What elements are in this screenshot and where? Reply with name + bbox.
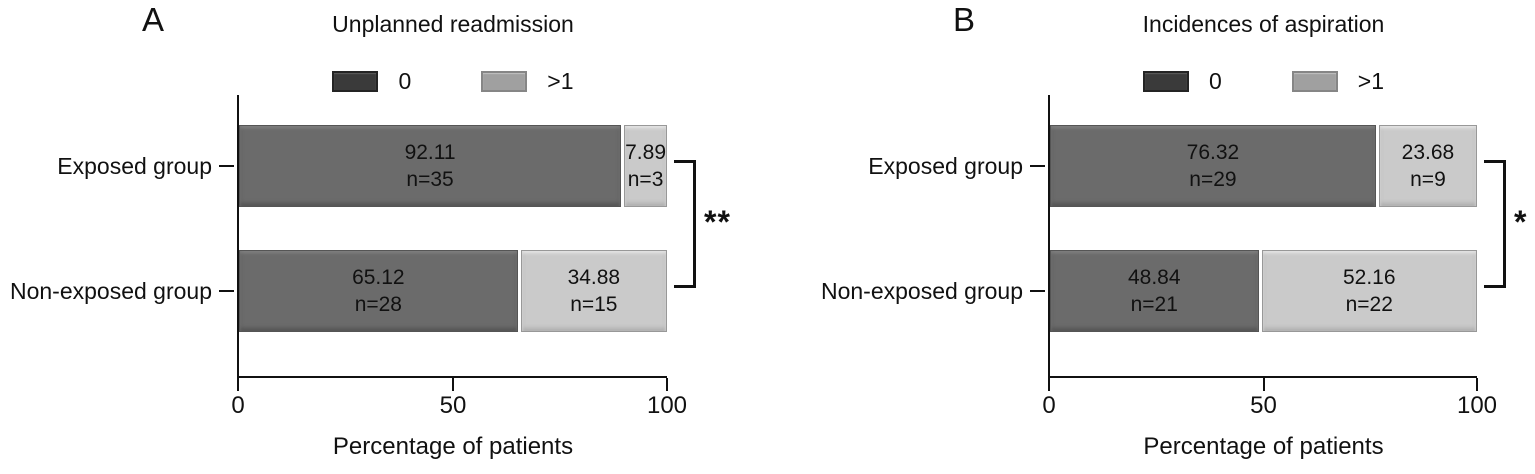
category-tick [219,165,234,167]
x-tick-label: 0 [1042,392,1056,419]
legend-swatch-light-icon [481,70,528,92]
stacked-bar: 48.84 n=21 52.16 n=22 [1050,250,1477,332]
legend-item-gt1: >1 [481,68,574,94]
x-axis-title: Percentage of patients [1143,433,1384,460]
bar-row-exposed: Exposed group 76.32 n=29 23.68 n=9 [868,125,1477,207]
bar-segment-zero: 92.11 n=35 [239,125,622,207]
panel-title: Unplanned readmission [332,11,574,37]
category-label: Exposed group [57,153,212,179]
legend-item-gt1: >1 [1291,68,1385,94]
x-tick-label: 100 [646,392,688,419]
x-tick-label: 50 [1250,392,1277,419]
stacked-bar: 92.11 n=35 7.89 n=3 [239,125,667,207]
category-tick [1030,290,1045,292]
panel-a: A Unplanned readmission 0 >1 Exposed gro… [0,0,767,474]
category-label-group: Non-exposed group [10,278,234,304]
category-label: Exposed group [868,153,1023,179]
x-tick [1476,378,1478,391]
x-axis-line [1048,376,1477,378]
category-label: Non-exposed group [820,278,1023,304]
x-tick [666,378,668,391]
legend: 0 >1 [239,69,667,93]
category-tick [1030,165,1045,167]
legend-item-zero: 0 [1142,68,1222,94]
category-label-group: Non-exposed group [821,278,1045,304]
legend-item-zero: 0 [332,69,411,93]
y-axis-line [237,95,239,378]
stacked-bar: 65.12 n=28 34.88 n=15 [239,250,667,332]
legend-swatch-light-icon [1291,70,1338,92]
stacked-bar: 76.32 n=29 23.68 n=9 [1050,125,1477,207]
segment-value: 52.16 n=22 [1342,266,1396,316]
significance-bracket [1484,160,1506,288]
legend-swatch-dark-icon [1142,70,1189,92]
x-tick [237,378,239,391]
legend-label: >1 [547,68,574,94]
category-tick [219,290,234,292]
category-label: Non-exposed group [9,278,212,304]
x-tick [452,378,454,391]
x-axis-line [237,376,667,378]
bar-segment-gt1: 34.88 n=15 [520,250,667,332]
panel-letter: A [142,1,165,38]
panel-title: Incidences of aspiration [1142,11,1385,37]
segment-value: 34.88 n=15 [567,266,621,316]
x-tick-label: 0 [231,392,245,419]
bar-row-non-exposed: Non-exposed group 65.12 n=28 34.88 n=15 [10,250,667,332]
legend-label: >1 [1357,68,1385,94]
bar-segment-zero: 76.32 n=29 [1050,125,1376,207]
panel-letter: B [953,1,976,38]
segment-value: 65.12 n=28 [352,266,405,316]
x-tick-label: 100 [1456,392,1498,419]
segment-value: 92.11 n=35 [404,141,456,191]
segment-value: 48.84 n=21 [1127,266,1181,316]
x-tick [1262,378,1265,391]
category-label-group: Exposed group [57,153,234,179]
legend: 0 >1 [1050,69,1477,93]
bar-segment-gt1: 7.89 n=3 [624,125,667,207]
panel-b: B Incidences of aspiration 0 >1 Exposed … [768,0,1535,474]
legend-label: 0 [398,68,412,94]
bar-segment-gt1: 52.16 n=22 [1261,250,1477,332]
significance-bracket [674,160,696,288]
segment-value: 23.68 n=9 [1401,141,1455,191]
x-tick [1048,378,1050,391]
legend-label: 0 [1208,68,1222,94]
x-axis-title: Percentage of patients [332,433,574,460]
bar-row-exposed: Exposed group 92.11 n=35 7.89 n=3 [57,125,667,207]
significance-stars: ** [704,204,731,240]
x-tick-label: 50 [439,392,467,419]
segment-value: 7.89 n=3 [625,141,666,191]
bar-segment-gt1: 23.68 n=9 [1378,125,1477,207]
bar-segment-zero: 48.84 n=21 [1050,250,1259,332]
category-label-group: Exposed group [868,153,1045,179]
bar-row-non-exposed: Non-exposed group 48.84 n=21 52.16 n=22 [821,250,1477,332]
significance-stars: * [1514,204,1528,240]
segment-value: 76.32 n=29 [1186,141,1240,191]
legend-swatch-dark-icon [332,70,379,92]
bar-segment-zero: 65.12 n=28 [239,250,518,332]
y-axis-line [1048,95,1050,378]
